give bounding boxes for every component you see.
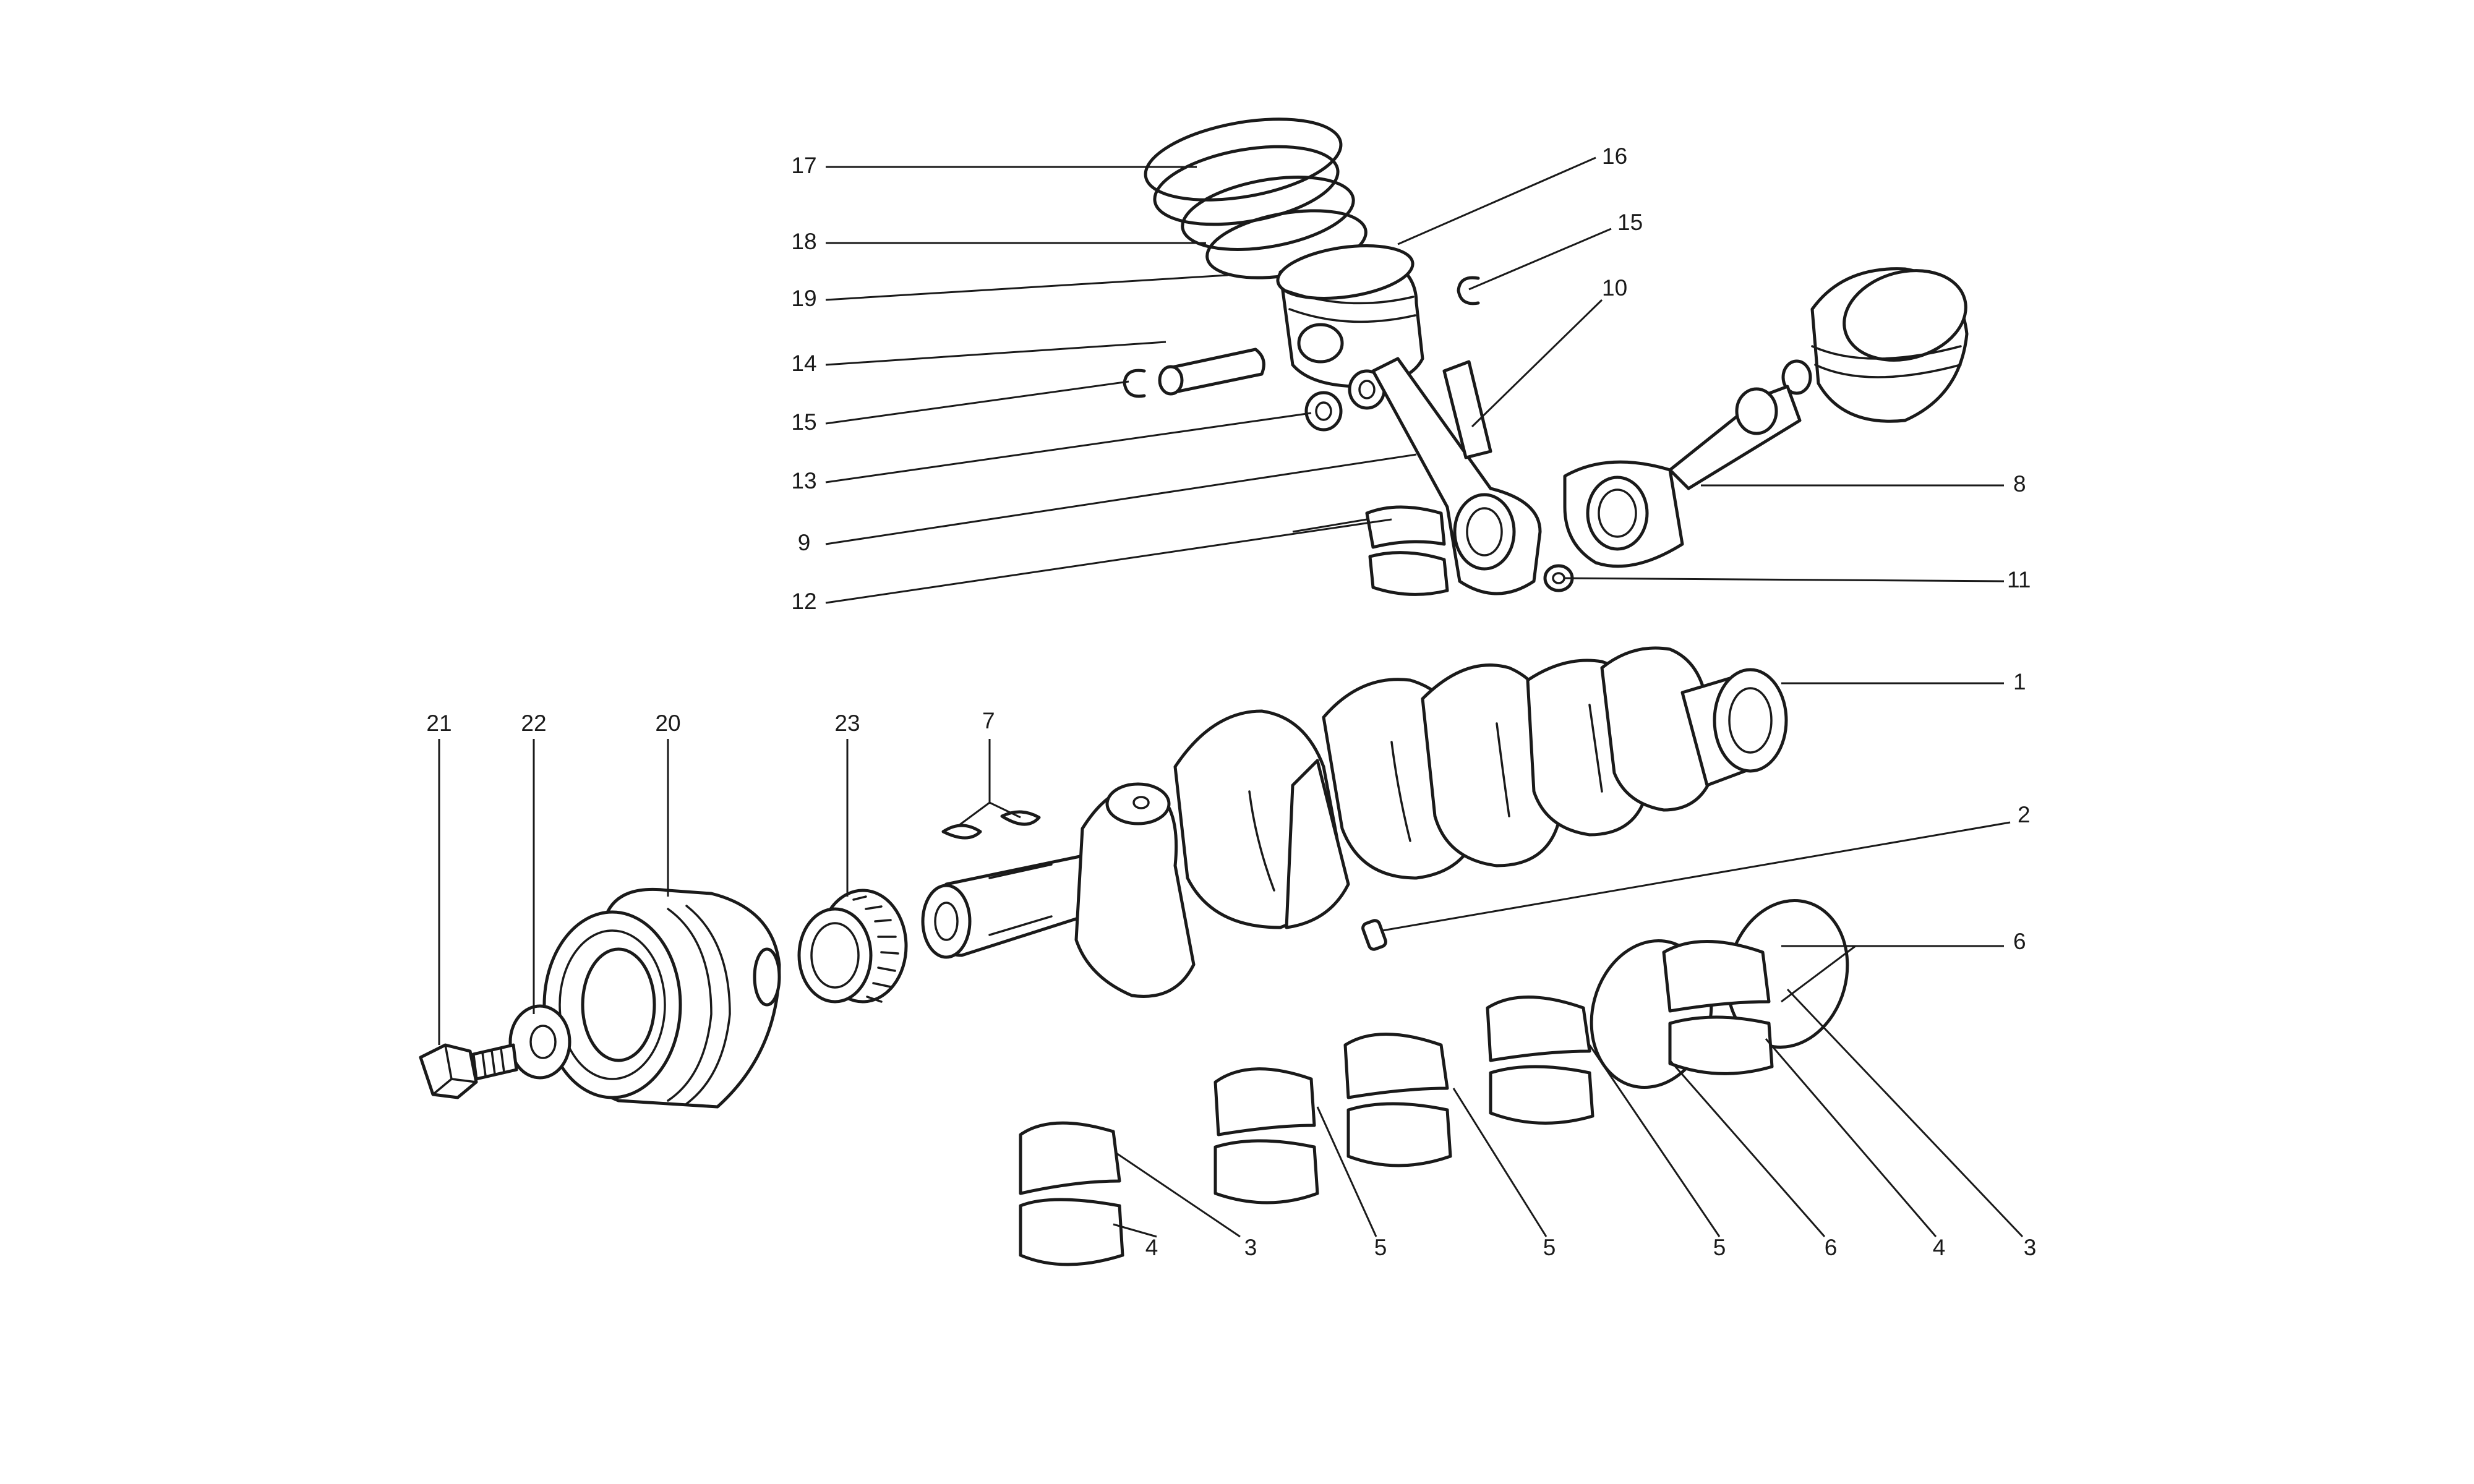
callout-20: 20: [655, 710, 680, 736]
callout-7: 7: [982, 708, 995, 733]
callout-2: 2: [2018, 802, 2031, 827]
callout-19: 19: [791, 286, 816, 311]
callout-4-right: 4: [1933, 1235, 1946, 1260]
callout-8: 8: [2013, 471, 2026, 497]
main-bearing-shell-3: [1343, 1033, 1452, 1167]
callout-14: 14: [791, 351, 816, 376]
callout-21: 21: [426, 710, 452, 736]
circlip-left: [1123, 369, 1146, 398]
piston: [1276, 244, 1424, 388]
callout-15-right: 15: [1617, 210, 1643, 235]
pulley-washer: [508, 1004, 571, 1080]
rod-bearing-shells: [1365, 505, 1449, 596]
main-bearing-shell-2: [1213, 1067, 1319, 1205]
pulley-bolt: [419, 1043, 518, 1099]
main-bearing-shell-rear: [1662, 940, 1774, 1075]
small-end-bushes: [1304, 369, 1386, 432]
callout-23: 23: [834, 710, 860, 736]
callout-4-left: 4: [1145, 1235, 1158, 1260]
assembled-piston-rod: [1563, 267, 1969, 568]
callout-22: 22: [521, 710, 546, 736]
crankshaft-dowel: [1361, 919, 1387, 951]
crankshaft-pulley: [542, 887, 781, 1109]
callout-10: 10: [1602, 275, 1627, 301]
callout-5-b: 5: [1543, 1235, 1556, 1260]
crankshaft: [921, 646, 1788, 998]
callout-11: 11: [2007, 567, 2031, 592]
callout-17: 17: [791, 153, 816, 178]
callout-3-left: 3: [1244, 1235, 1257, 1260]
main-bearing-shell-front: [1019, 1121, 1124, 1266]
connecting-rod: [1371, 357, 1542, 595]
woodruff-keys: [941, 810, 1041, 840]
callout-labels: 1 2 6 7 8 11 10 16 15 17 18 19 14 15 13 …: [426, 143, 2036, 1260]
callout-1: 1: [2013, 669, 2026, 694]
circlip-right: [1457, 276, 1480, 305]
callout-5-a: 5: [1374, 1235, 1387, 1260]
callout-12: 12: [791, 589, 816, 614]
callout-5-c: 5: [1713, 1235, 1726, 1260]
piston-pin: [1158, 348, 1265, 396]
callout-13: 13: [791, 468, 816, 493]
callout-3-right: 3: [2024, 1235, 2037, 1260]
callout-15-left: 15: [791, 409, 816, 435]
callout-18: 18: [791, 229, 816, 254]
leader-lines: [438, 156, 2024, 1238]
callout-6-bottom: 6: [1825, 1235, 1838, 1260]
callout-6-right: 6: [2013, 929, 2026, 954]
callout-9: 9: [798, 530, 811, 555]
callout-16: 16: [1602, 143, 1627, 169]
timing-gear: [797, 889, 908, 1004]
main-bearing-shell-4: [1486, 996, 1594, 1125]
